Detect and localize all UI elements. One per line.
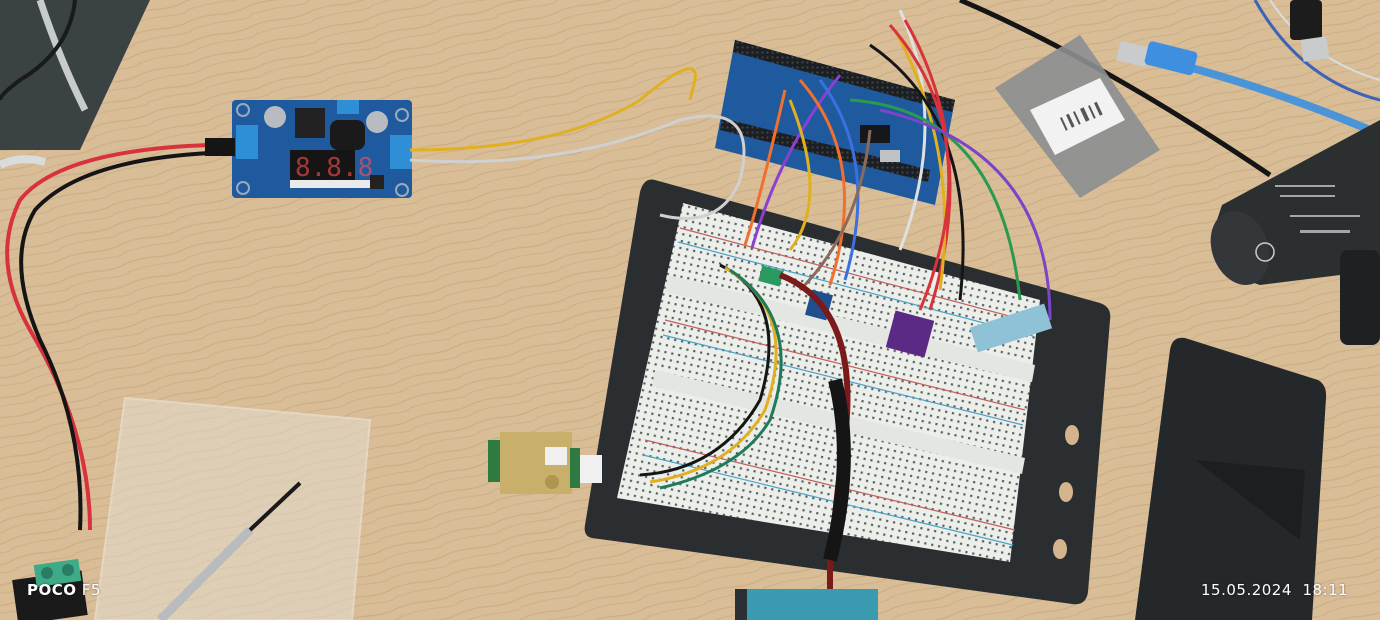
barrel-terminal xyxy=(12,558,88,620)
smartphone xyxy=(1135,337,1327,620)
pm-sensor xyxy=(735,589,878,620)
watermark-model: F5 xyxy=(81,581,101,599)
jumper-wires xyxy=(743,9,1052,321)
camera-watermark-brand: POCO F5 xyxy=(27,581,101,599)
watermark-date: 15.05.2024 xyxy=(1201,581,1292,599)
watermark-brand-name: POCO xyxy=(27,581,77,599)
power-wires xyxy=(5,138,235,531)
arduino-shield xyxy=(715,40,955,205)
svg-text:8.8.8: 8.8.8 xyxy=(295,153,373,183)
black-bottle xyxy=(1210,120,1380,345)
hookup-wires xyxy=(639,263,851,600)
camera-watermark-timestamp: 15.05.2024 18:11 xyxy=(1201,581,1348,599)
antistatic-bag xyxy=(995,35,1160,198)
co2-sensor xyxy=(488,432,602,494)
plastic-sheet xyxy=(93,396,372,620)
watermark-time: 18:11 xyxy=(1302,581,1349,599)
dark-mat xyxy=(0,0,150,169)
screwdriver xyxy=(156,481,302,620)
usb-cables xyxy=(959,0,1380,178)
boost-converter: 8.8.8 xyxy=(232,100,412,198)
signal-wires xyxy=(409,67,746,220)
